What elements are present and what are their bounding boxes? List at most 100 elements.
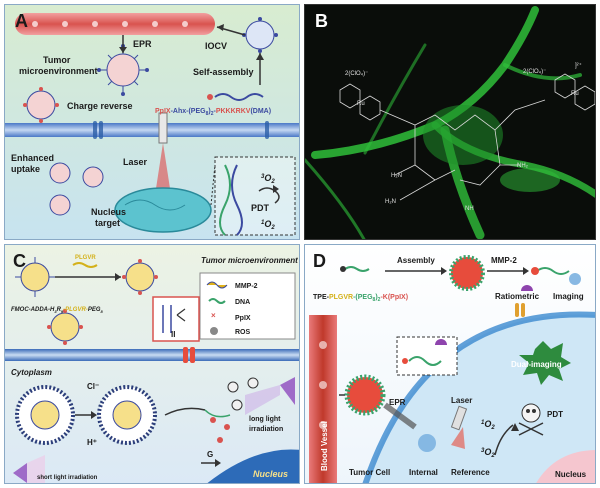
released-fragments	[204, 409, 231, 443]
micelle-mid	[47, 309, 83, 345]
tumor-micro-c: Tumor microenvironment	[201, 256, 298, 265]
zoom-box-d	[396, 336, 458, 376]
nucleus-label-1: Nucleus	[91, 207, 126, 217]
endosome-left	[15, 385, 75, 445]
epr-nanoparticle	[344, 374, 386, 416]
endosome-mid	[97, 385, 157, 445]
nucleus-c	[207, 449, 299, 483]
epr-label-d: EPR	[389, 398, 406, 407]
panel-d-label: D	[313, 251, 326, 271]
nucleus-c-label: Nucleus	[253, 469, 288, 479]
nucleus-blob	[114, 187, 212, 233]
panel-a: A EPR IOCV Tumor microenvironment Self-a…	[4, 4, 300, 240]
imaging-label: Imaging	[553, 292, 584, 301]
long-light-label-2: irradiation	[249, 426, 283, 433]
cell-membrane-c	[5, 349, 299, 361]
zoom-box-c	[152, 296, 200, 342]
panel-a-label: A	[15, 11, 28, 31]
short-light-label: short light irradiation	[37, 475, 98, 481]
chem-charge: ]²⁺	[575, 62, 582, 69]
legend-dna: DNA	[235, 299, 250, 306]
formula-c: FMOC-ADDA-H3R9-PLGVR-PEG8	[11, 307, 103, 314]
triplet-oxygen-d: 3O2	[481, 447, 495, 459]
o2-bottom: 1O2	[261, 219, 275, 231]
chem-amine-3: H₂N	[385, 199, 396, 205]
chem-ru-2: Ru	[571, 91, 579, 97]
panel-c-diagram: ×	[5, 245, 299, 483]
laser-label: Laser	[123, 157, 148, 167]
long-light-source	[280, 377, 295, 405]
peptide-label: PLGVR	[75, 255, 96, 261]
internalized-particles	[49, 162, 104, 216]
svg-text:×: ×	[211, 311, 216, 320]
chem-counterion-1: 2(ClO₄)⁻	[345, 71, 368, 77]
formula-a: PpIX-Ahx-(PEG8)2-PKKKRKV(DMA)	[155, 108, 271, 117]
laser-label-d: Laser	[451, 396, 472, 405]
panel-c-label: C	[13, 251, 26, 271]
long-light-label-1: long light	[249, 416, 281, 423]
mmp2-enzyme-icon	[521, 285, 533, 291]
panel-d-diagram: D Assembly MMP-2 TPE-PLGVR-(PEG8)2-K(PpI…	[305, 245, 595, 483]
dual-imaging-label: Dual-imaging	[511, 360, 562, 369]
panel-b-label: B	[315, 11, 328, 31]
tumor-micro-2: microenvironment	[19, 66, 98, 76]
assembled-nanoparticle	[449, 255, 485, 291]
pdt-label: PDT	[251, 203, 270, 213]
cell-membrane	[5, 123, 299, 137]
charge-reverse-label: Charge reverse	[67, 101, 133, 111]
nucleus-d	[536, 450, 595, 483]
reference-label: Reference	[451, 468, 490, 477]
formula-d: TPE-PLGVR-(PEG8)2-K(PpIX)	[313, 294, 408, 303]
monomer-peptide	[344, 266, 370, 272]
chem-amine-4: NH	[465, 206, 474, 212]
self-assembly-label: Self-assembly	[193, 67, 254, 77]
nanoparticle-iocv	[242, 17, 278, 53]
internal-label: Internal	[409, 468, 438, 477]
singlet-oxygen-d: 1O2	[481, 419, 495, 431]
enhanced-label-2: uptake	[11, 164, 40, 174]
legend-ros: ROS	[235, 329, 251, 336]
chem-counterion-2: 2(ClO₄)⁻	[523, 69, 546, 75]
blood-vessel-label: Blood Vessel	[320, 421, 329, 471]
skull-icon	[518, 403, 544, 436]
assembly-label: Assembly	[397, 256, 435, 265]
laser-device	[158, 112, 168, 144]
nucleus-label-d: Nucleus	[555, 470, 587, 479]
blue-glow-internal	[418, 434, 436, 452]
enhanced-label-1: Enhanced	[11, 153, 54, 163]
panel-c: ×	[4, 244, 300, 484]
h-ion: H⁺	[87, 438, 97, 447]
blue-glow-top	[569, 273, 581, 285]
legend-mmp2: MMP-2	[235, 283, 258, 290]
panel-d: D Assembly MMP-2 TPE-PLGVR-(PEG8)2-K(PpI…	[304, 244, 596, 484]
short-light-source	[13, 463, 27, 483]
tumor-micro-1: Tumor	[43, 55, 71, 65]
dual-imaging-burst	[519, 341, 571, 385]
ratiometric-label: Ratiometric	[495, 292, 540, 301]
nanoparticle-charged	[23, 87, 59, 123]
laser-d	[450, 405, 468, 431]
micelle-left	[15, 257, 55, 297]
chemical-structure	[339, 73, 595, 201]
panel-a-diagram: A EPR IOCV Tumor microenvironment Self-a…	[5, 5, 299, 239]
legend-ppix: PpIX	[235, 315, 251, 322]
chem-amine-2: NH₂	[517, 163, 529, 169]
tumor-cell-label: Tumor Cell	[349, 468, 390, 477]
panel-b-image: 2(ClO₄)⁻ 2(ClO₄)⁻ ]²⁺ Ru Ru H₂N NH₂ H₂N …	[305, 5, 595, 239]
pdt-label-d: PDT	[547, 410, 563, 419]
chem-ru-1: Ru	[357, 101, 365, 107]
iocv-label: IOCV	[205, 41, 227, 51]
nanoparticle-top	[97, 44, 149, 96]
mmp2-label: MMP-2	[491, 256, 517, 265]
laser-beam	[155, 143, 171, 195]
panel-b: 2(ClO₄)⁻ 2(ClO₄)⁻ ]²⁺ Ru Ru H₂N NH₂ H₂N …	[304, 4, 596, 240]
blood-vessel	[15, 13, 215, 35]
equals-sign: II	[171, 330, 175, 339]
cytoplasm-label: Cytoplasm	[11, 368, 52, 377]
g-label: G	[207, 450, 213, 459]
cl-ion: Cl⁻	[87, 382, 99, 391]
micelle-right	[122, 259, 158, 295]
o2-top: 3O2	[261, 173, 275, 185]
epr-label: EPR	[133, 39, 152, 49]
